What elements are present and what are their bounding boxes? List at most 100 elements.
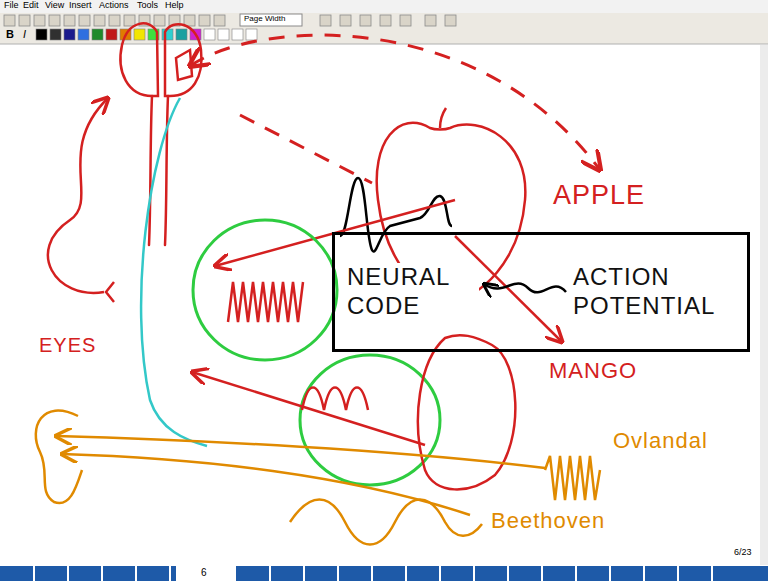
color-swatch [246,29,257,40]
divider [303,566,305,581]
color-swatch [92,29,103,40]
tool-icon [380,15,391,26]
tool-icon [340,15,351,26]
tool-icon [360,15,371,26]
eye-symbol [106,282,114,302]
menu-item: Insert [68,0,93,10]
tool-icon [79,15,90,26]
toolbar-edge [0,44,768,45]
divider [507,566,509,581]
signal-arrow [192,372,425,445]
divider [643,566,645,581]
divider [101,566,103,581]
divider [677,566,679,581]
brain-left-hemisphere [120,23,158,96]
color-swatch [232,29,243,40]
sound-arrow [62,454,470,515]
tool-icon [154,15,165,26]
divider [371,566,373,581]
divider [67,566,69,581]
color-swatch [36,29,47,40]
divider [169,566,171,581]
tool-icon [109,15,120,26]
zoom-dropdown [240,14,302,26]
bold-button: B [5,28,15,41]
divider [269,566,271,581]
object-label: APPLE [552,180,646,211]
slow-spike-train [302,388,368,411]
divider [337,566,339,581]
brainstem [149,96,152,245]
brain-right-hemisphere [165,24,201,96]
divider [711,566,713,581]
zoom-setting: Page Width [243,14,286,23]
sound-label: Beethoven [490,508,606,533]
page-number: 6 [200,567,208,579]
color-swatch [162,29,173,40]
tool-icon [34,15,45,26]
divider [575,566,577,581]
color-palette [36,29,257,40]
divider [33,566,35,581]
divider [609,566,611,581]
brain-sketch [120,23,201,245]
box-text: ACTION POTENTIAL [573,263,735,321]
menu-item: Help [164,0,185,10]
color-swatch [78,29,89,40]
tool-icon [425,15,436,26]
label-box: NEURAL CODE ACTION POTENTIAL [332,232,750,352]
brainstem [165,96,168,245]
divider [135,566,137,581]
auditory-pathway [141,98,207,446]
page-bar-dividers [34,566,712,581]
dashed-line [240,115,372,183]
tool-icon [320,15,331,26]
ear-outline [36,411,82,504]
current-page-slot [176,566,236,581]
tool-icon [4,15,15,26]
mango-outline [418,335,515,489]
page-bar [0,566,768,581]
color-swatch [50,29,61,40]
color-swatch [176,29,187,40]
color-swatch [64,29,75,40]
noise-waveform [545,456,600,500]
fast-spike-train [228,282,303,322]
page-counter: 6/23 [733,547,753,557]
divider [541,566,543,581]
music-waveform [290,500,482,545]
tool-icon [214,15,225,26]
action-potential-trace [340,178,452,252]
eye-to-brain-arrow [48,98,108,293]
toolbar-icons [4,15,456,26]
color-swatch [204,29,215,40]
tool-icon [49,15,60,26]
italic-button: I [22,28,27,41]
divider [473,566,475,581]
tool-icon [94,15,105,26]
wavy-arrow [484,283,566,292]
scrollbar [760,45,768,565]
sense-label: EYES [38,334,97,357]
tool-icon [199,15,210,26]
dashed-recognition-arrow [190,35,600,170]
menu-item: Actions [98,0,130,10]
tool-icon [445,15,456,26]
color-swatch [218,29,229,40]
sound-label: Ovlandal [612,428,709,453]
menu-bar [0,0,768,13]
box-heading: NEURAL CODE [347,263,479,321]
sound-arrow [56,436,545,468]
menu-item: View [44,0,65,10]
tool-icon [124,15,135,26]
tool-icon [400,15,411,26]
apple-stem [440,108,446,128]
tool-icon [19,15,30,26]
color-swatch [106,29,117,40]
color-swatch [134,29,145,40]
tool-icon [64,15,75,26]
divider [405,566,407,581]
divider [439,566,441,581]
code-circle [193,220,337,360]
